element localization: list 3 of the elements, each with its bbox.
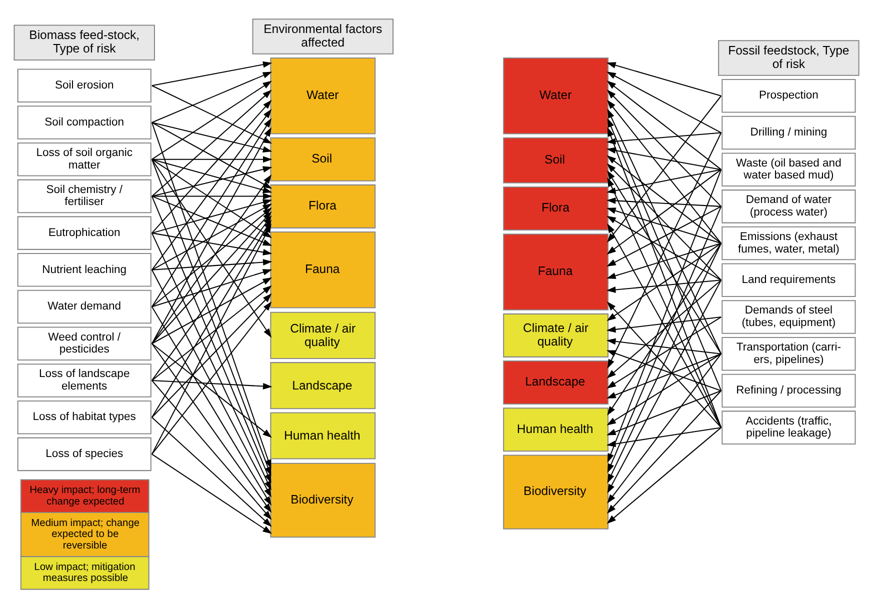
legend-label: Low impact; mitigation measures possible xyxy=(34,561,136,584)
legend-label: Medium impact; change expected to be reversible xyxy=(31,517,140,551)
legend-label: Heavy impact; long-term change expected xyxy=(30,484,140,507)
